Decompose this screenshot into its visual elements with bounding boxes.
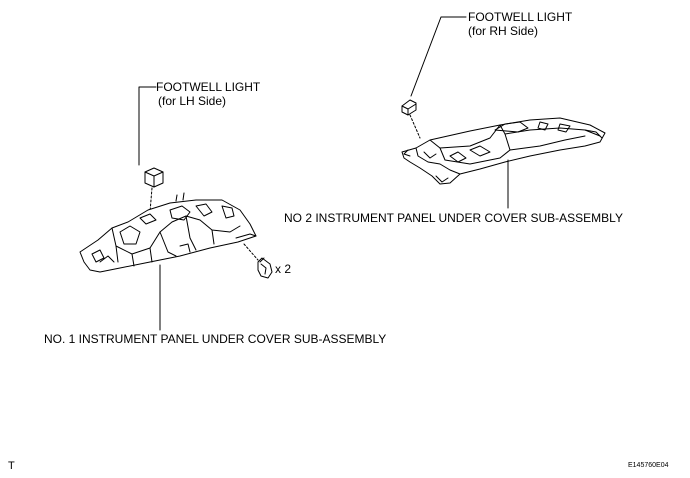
no1-under-cover-part <box>79 192 257 331</box>
footwell-light-lh-title: FOOTWELL LIGHT <box>156 80 261 94</box>
no2-under-cover-label: NO 2 INSTRUMENT PANEL UNDER COVER SUB-AS… <box>284 211 623 225</box>
footwell-light-lh-part <box>144 167 164 213</box>
footwell-light-rh-side: (for RH Side) <box>468 24 539 38</box>
footwell-light-rh-leader <box>410 16 467 97</box>
bolt-icon <box>243 243 273 279</box>
no1-under-cover-label: NO. 1 INSTRUMENT PANEL UNDER COVER SUB-A… <box>44 332 387 346</box>
bolt-quantity-label: x 2 <box>275 262 292 276</box>
figure-id: E145760E04 <box>628 462 669 469</box>
no2-under-cover-part <box>401 117 606 209</box>
footwell-light-rh-title: FOOTWELL LIGHT <box>468 10 573 24</box>
footwell-light-lh-side: (for LH Side) <box>158 94 227 108</box>
footwell-light-lh-leader <box>138 86 157 166</box>
footwell-light-rh-part <box>401 99 421 139</box>
corner-mark: T <box>8 460 15 472</box>
